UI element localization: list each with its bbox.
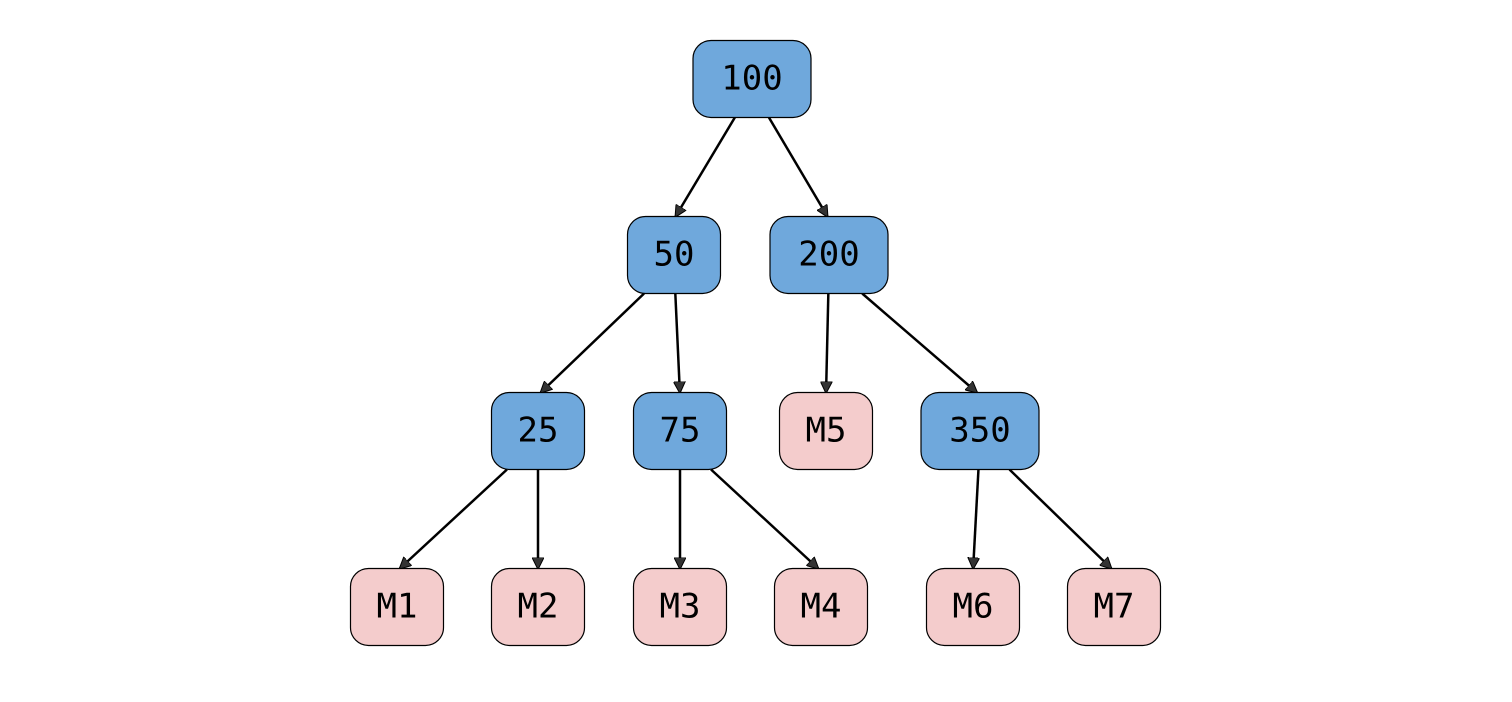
tree-node-25: 25 <box>490 391 586 471</box>
node-label: M1 <box>377 587 418 627</box>
tree-node-200: 200 <box>769 215 889 295</box>
node-label: M7 <box>1094 587 1135 627</box>
node-label: M2 <box>518 587 559 627</box>
edges <box>400 116 1111 569</box>
leaf-node-M7: M7 <box>1066 567 1162 647</box>
edge-75-to-M4 <box>710 468 818 569</box>
node-box <box>632 567 728 647</box>
node-label: 25 <box>518 411 559 451</box>
node-box <box>692 39 812 119</box>
edge-50-to-25 <box>541 292 645 393</box>
node-box <box>349 567 445 647</box>
node-label: M3 <box>660 587 701 627</box>
edge-200-to-350 <box>861 292 977 393</box>
node-label: M4 <box>801 587 842 627</box>
leaf-node-M6: M6 <box>925 567 1021 647</box>
leaf-node-M2: M2 <box>490 567 586 647</box>
tree-node-50: 50 <box>626 215 722 295</box>
node-label: M5 <box>806 411 847 451</box>
node-box <box>920 391 1040 471</box>
node-box <box>925 567 1021 647</box>
node-box <box>773 567 869 647</box>
edge-100-to-50 <box>676 116 736 217</box>
leaf-node-M5: M5 <box>778 391 874 471</box>
node-label: 200 <box>798 235 859 275</box>
node-label: 50 <box>654 235 695 275</box>
edge-350-to-M6 <box>973 469 978 569</box>
edge-50-to-75 <box>675 293 680 393</box>
edge-350-to-M7 <box>1008 468 1111 569</box>
tree-node-75: 75 <box>632 391 728 471</box>
leaf-node-M4: M4 <box>773 567 869 647</box>
edge-200-to-M5 <box>826 293 828 393</box>
node-label: M6 <box>953 587 994 627</box>
node-box <box>632 391 728 471</box>
leaf-node-M1: M1 <box>349 567 445 647</box>
edge-100-to-200 <box>767 116 828 217</box>
edge-25-to-M1 <box>400 468 508 569</box>
leaf-node-M3: M3 <box>632 567 728 647</box>
node-box <box>769 215 889 295</box>
node-label: 75 <box>660 411 701 451</box>
node-label: 350 <box>949 411 1010 451</box>
node-label: 100 <box>721 59 782 99</box>
node-box <box>626 215 722 295</box>
node-box <box>1066 567 1162 647</box>
node-box <box>490 567 586 647</box>
node-box <box>778 391 874 471</box>
tree-node-100: 100 <box>692 39 812 119</box>
tree-node-350: 350 <box>920 391 1040 471</box>
node-box <box>490 391 586 471</box>
